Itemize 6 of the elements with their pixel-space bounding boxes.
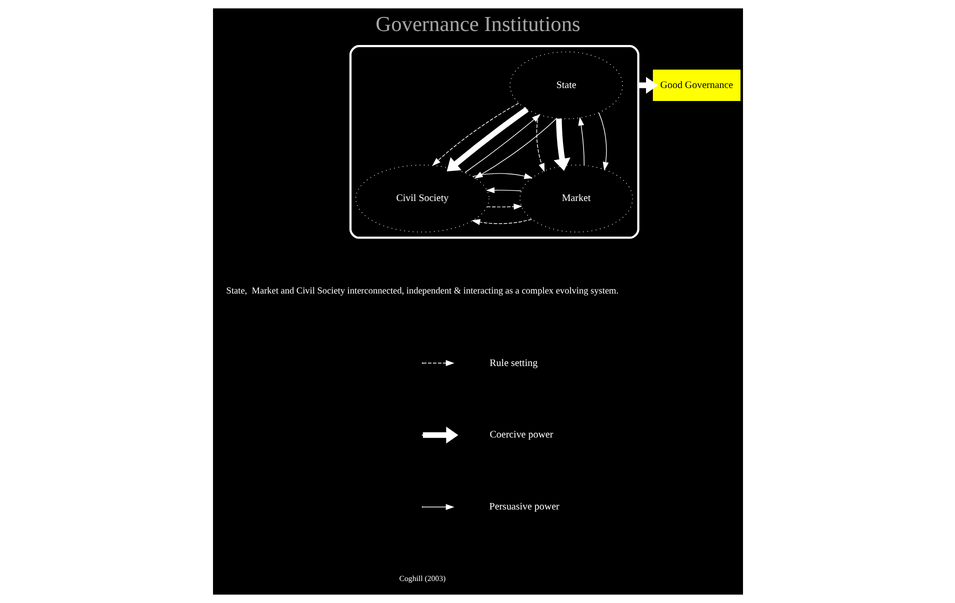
legend-label: Persuasive power: [488, 502, 559, 513]
label: State, Market and Civil Society interconnected, independent & interacting as a complex evolving system.: [226, 286, 618, 297]
legend-label: Rule setting: [489, 358, 538, 369]
diagram-title: Governance Institutions: [375, 12, 580, 36]
legend-label: Coercive power: [489, 430, 553, 441]
label: Coghill (2003): [398, 574, 446, 583]
